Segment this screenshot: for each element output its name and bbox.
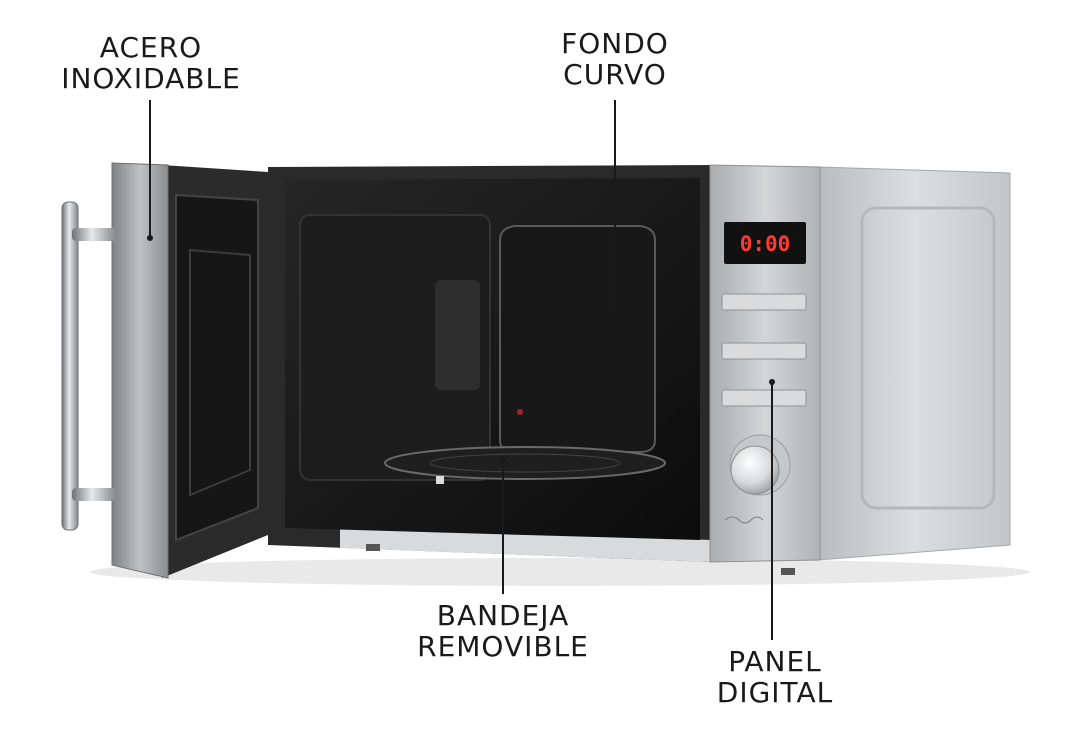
side-embossing	[860, 206, 996, 510]
callout-panel-line1: PANEL	[728, 645, 822, 678]
callout-acero-inoxidable: ACERO INOXIDABLE	[40, 32, 262, 94]
callout-panel-digital: PANEL DIGITAL	[690, 646, 860, 708]
callout-acero-line1: ACERO	[99, 31, 203, 64]
microwave-right-side	[817, 166, 1011, 561]
handle-mount-bottom	[72, 488, 116, 501]
stainless-door-edge	[111, 162, 169, 579]
front-bottom-lip	[340, 528, 712, 562]
handle-mount-top	[72, 228, 116, 241]
shadow	[90, 558, 1030, 586]
callout-panel-line2: DIGITAL	[716, 676, 834, 709]
callout-bandeja-removible: BANDEJA REMOVIBLE	[392, 600, 614, 662]
cavity-light-reflection	[517, 409, 523, 415]
door-handle	[61, 201, 79, 531]
door-window-frame	[189, 248, 251, 497]
cavity-vent	[435, 280, 480, 390]
foot	[781, 568, 795, 575]
callout-fondo-line2: CURVO	[563, 58, 667, 91]
control-knob[interactable]	[730, 445, 780, 495]
turntable-ring	[429, 453, 621, 473]
brand-signature	[724, 516, 764, 524]
digital-display	[724, 222, 806, 264]
curved-back-wall	[499, 225, 656, 453]
foot	[366, 544, 380, 551]
panel-button-2[interactable]	[721, 342, 807, 360]
callout-dot-bandeja	[500, 457, 506, 463]
callout-dot-acero	[147, 235, 153, 241]
panel-button-1[interactable]	[721, 293, 807, 311]
display-readout: 0:00	[740, 232, 791, 256]
turntable-roller	[436, 476, 444, 484]
door-window	[175, 193, 259, 542]
callout-bandeja-line1: BANDEJA	[436, 599, 570, 632]
callout-acero-line2: INOXIDABLE	[61, 62, 241, 95]
callout-fondo-curvo: FONDO CURVO	[520, 28, 710, 90]
callout-dot-panel	[769, 379, 775, 385]
callout-dot-fondo	[612, 302, 618, 308]
turntable-plate	[384, 446, 666, 480]
callout-bandeja-line2: REMOVIBLE	[417, 630, 589, 663]
panel-button-3[interactable]	[721, 389, 807, 407]
callout-fondo-line1: FONDO	[561, 27, 669, 60]
